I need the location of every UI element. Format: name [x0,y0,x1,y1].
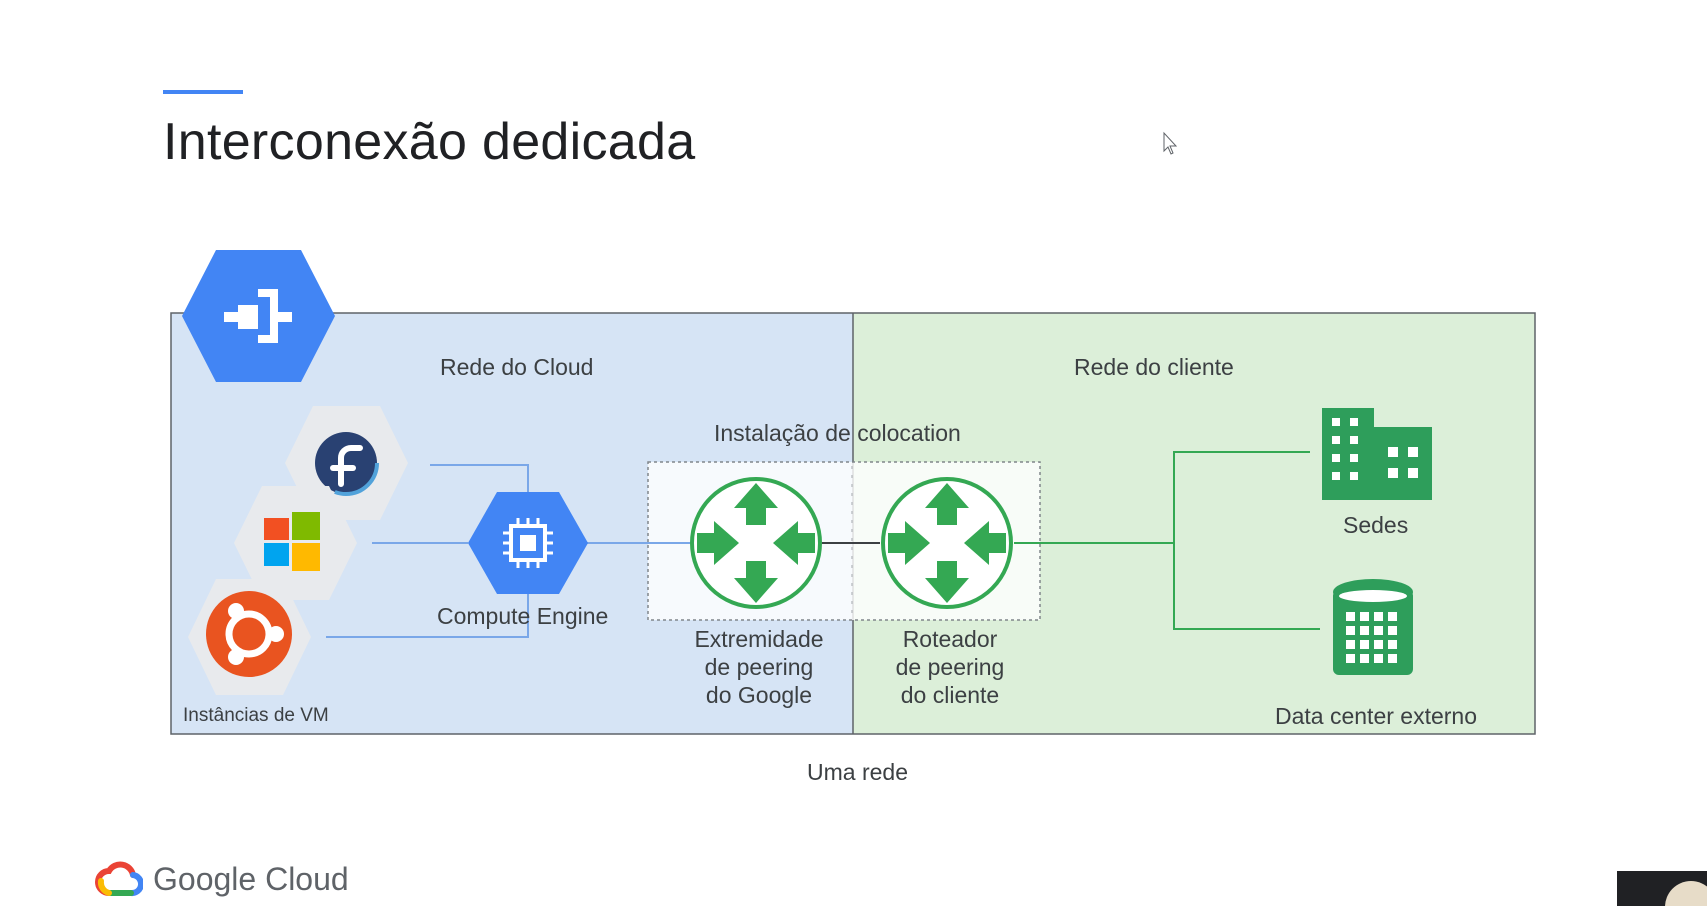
headquarters-label: Sedes [1343,512,1409,538]
compute-engine-label: Compute Engine [437,603,609,629]
ubuntu-icon [188,579,311,695]
compute-engine-icon [468,492,588,594]
footer-label: Uma rede [807,759,908,785]
google-cloud-brand: Google Cloud [95,860,349,898]
customer-network-label: Rede do cliente [1074,354,1234,380]
avatar [1665,881,1707,906]
building-icon [1322,408,1432,500]
router-icon [690,477,822,609]
google-cloud-logo-icon [95,861,143,897]
database-icon [1333,579,1413,675]
customer-router-label: Roteador de peering do cliente [895,626,1005,708]
windows-icon [234,486,357,600]
vm-connections [326,464,690,638]
slide-title: Interconexão dedicada [163,113,696,171]
mouse-cursor-icon [1163,131,1178,155]
interconnect-icon [182,250,335,382]
google-peering-label: Extremidade de peering do Google [694,626,824,708]
router-icon [881,477,1013,609]
cloud-network-label: Rede do Cloud [440,354,594,380]
customer-connections [1014,451,1320,630]
title-accent-bar [163,90,243,94]
video-thumbnail-corner [1617,871,1707,906]
vm-instances-label: Instâncias de VM [183,705,329,726]
brand-text: Google Cloud [153,860,349,897]
colocation-label: Instalação de colocation [714,420,961,446]
external-dc-label: Data center externo [1275,703,1478,729]
